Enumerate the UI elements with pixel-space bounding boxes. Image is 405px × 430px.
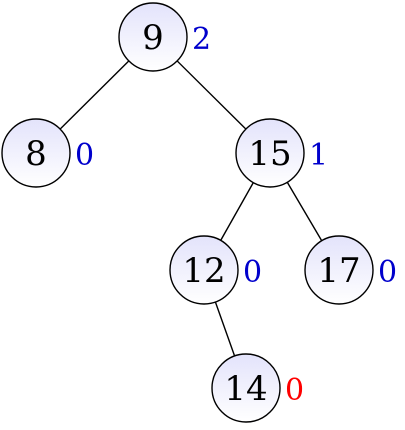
node-circle bbox=[118, 2, 188, 72]
edge-n9-n8 bbox=[59, 60, 130, 130]
node-key-label: 12 bbox=[182, 251, 225, 291]
node-balance-label: 0 bbox=[285, 373, 304, 408]
edge-n12-n14 bbox=[214, 301, 236, 357]
tree-node-12: 12 0 bbox=[169, 235, 262, 305]
node-circle bbox=[1, 118, 71, 188]
tree-node-17: 17 0 bbox=[304, 235, 397, 305]
edge-n9-n15 bbox=[176, 60, 247, 130]
node-balance-label: 0 bbox=[243, 255, 262, 290]
tree-node-15: 15 1 bbox=[235, 118, 328, 188]
node-key-label: 9 bbox=[142, 18, 164, 58]
node-circle bbox=[169, 235, 239, 305]
node-balance-label: 0 bbox=[378, 255, 397, 290]
node-circle bbox=[211, 353, 281, 423]
node-balance-label: 1 bbox=[309, 138, 328, 173]
edges-layer bbox=[59, 60, 323, 357]
node-circle bbox=[304, 235, 374, 305]
node-key-label: 15 bbox=[248, 134, 291, 174]
node-circle bbox=[235, 118, 305, 188]
node-balance-label: 2 bbox=[192, 22, 211, 57]
node-key-label: 17 bbox=[317, 251, 360, 291]
node-balance-label: 0 bbox=[75, 138, 94, 173]
edge-n15-n12 bbox=[220, 182, 254, 241]
tree-node-14: 14 0 bbox=[211, 353, 304, 423]
node-key-label: 14 bbox=[224, 369, 267, 409]
node-key-label: 8 bbox=[25, 134, 47, 174]
edge-n15-n17 bbox=[286, 181, 323, 242]
